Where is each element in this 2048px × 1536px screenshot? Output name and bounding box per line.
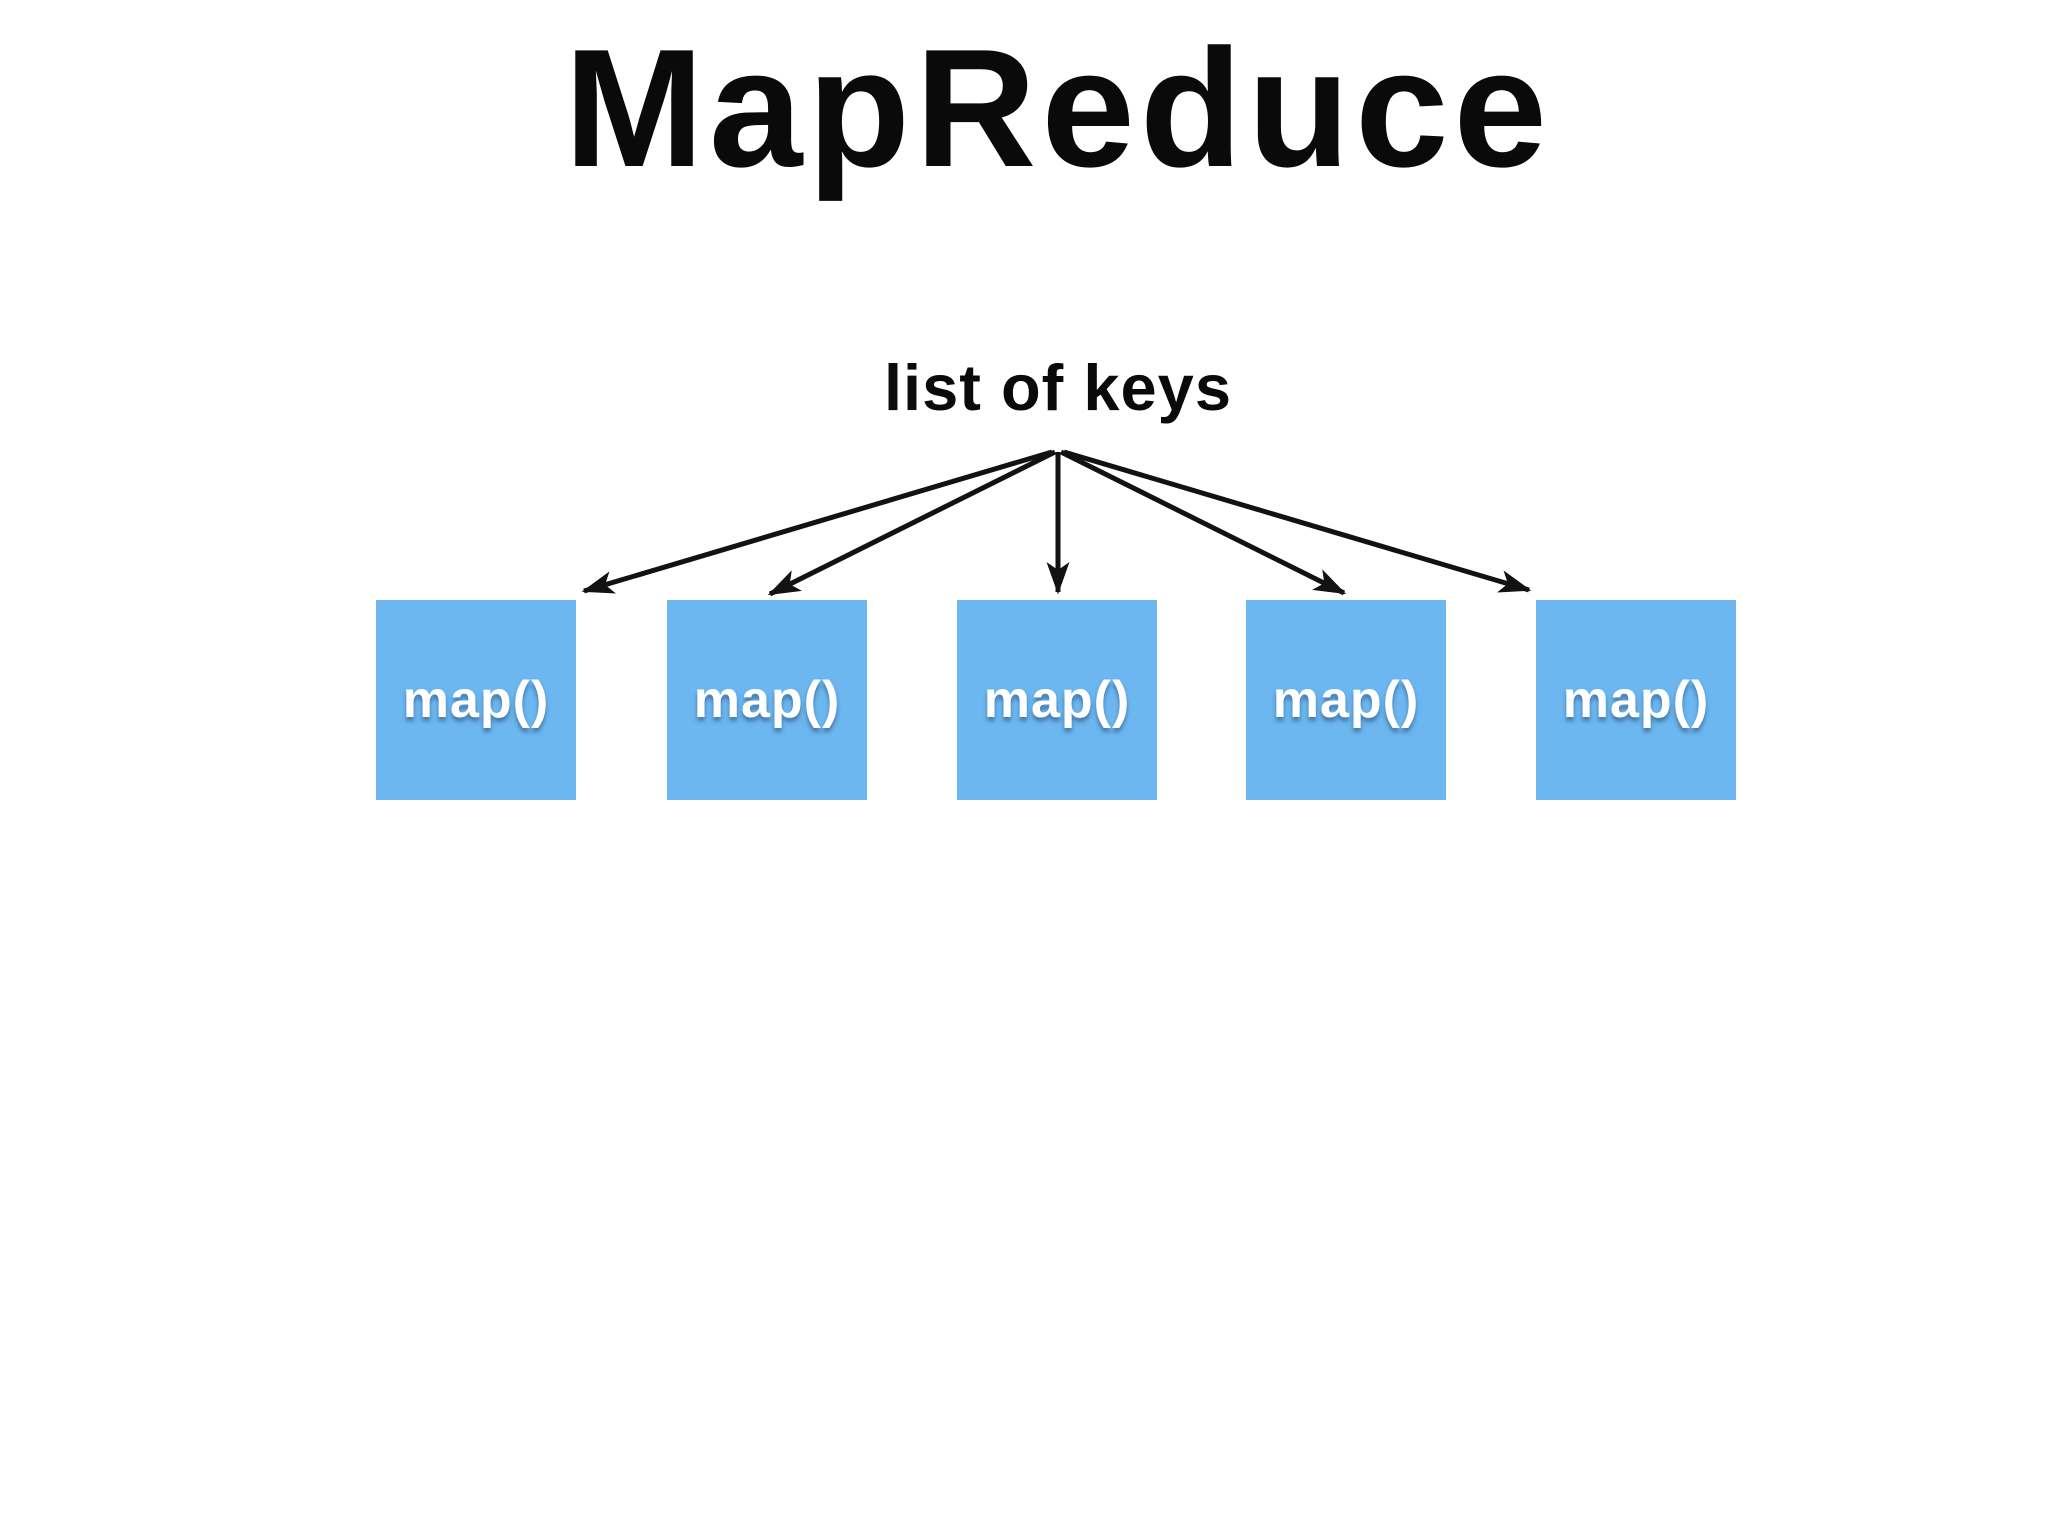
map-node-1: map()	[376, 600, 576, 800]
map-node-label: map()	[1562, 671, 1710, 729]
arrow-to-map-1	[581, 449, 1053, 594]
map-node-label: map()	[983, 671, 1131, 729]
map-node-5: map()	[1536, 600, 1736, 800]
map-node-label: map()	[402, 671, 550, 729]
arrow-to-map-5	[1063, 449, 1532, 593]
arrow-to-map-2	[767, 449, 1057, 597]
map-node-label: map()	[693, 671, 841, 729]
slide-title: MapReduce	[564, 14, 1552, 202]
map-node-3: map()	[957, 600, 1157, 800]
map-node-2: map()	[667, 600, 867, 800]
map-node-label: map()	[1272, 671, 1420, 729]
map-node-4: map()	[1246, 600, 1446, 800]
arrow-to-map-4	[1059, 449, 1347, 596]
list-of-keys-label: list of keys	[884, 351, 1232, 424]
